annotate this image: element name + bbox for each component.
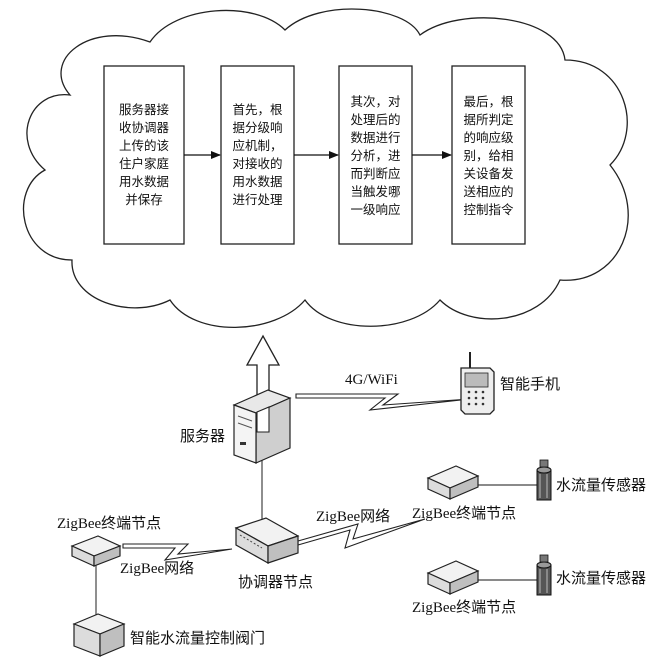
smartphone-icon	[461, 352, 494, 414]
end-node-bottom-right-label: ZigBee终端节点	[412, 600, 516, 617]
zigbee-network-right-label: ZigBee网络	[316, 509, 390, 526]
end-node-top-right-label: ZigBee终端节点	[412, 506, 516, 523]
sensor-bottom-label: 水流量传感器	[556, 570, 646, 587]
coordinator-label: 协调器节点	[238, 574, 313, 591]
sensor-top-label: 水流量传感器	[556, 477, 646, 494]
flow-sensor-top-icon	[537, 460, 551, 500]
end-node-top-right-icon	[428, 466, 478, 499]
valve-icon	[74, 614, 124, 656]
coordinator-node-icon	[236, 518, 298, 563]
end-node-left-icon	[72, 536, 120, 566]
link-4g-label: 4G/WiFi	[345, 372, 398, 389]
end-node-left-label: ZigBee终端节点	[57, 516, 161, 533]
step-text-4: 最后，根 据所判定 的响应级 别，给相 关设备发 送相应的 控制指令	[452, 93, 525, 219]
valve-label: 智能水流量控制阀门	[130, 630, 265, 647]
phone-label: 智能手机	[500, 376, 560, 393]
step-text-2: 首先，根 据分级响 应机制， 对接收的 用水数据 进行处理	[221, 101, 294, 209]
zigbee-network-left-label: ZigBee网络	[120, 561, 194, 578]
server-label: 服务器	[180, 428, 225, 445]
end-node-bottom-right-icon	[428, 561, 478, 594]
link-4g-lightning	[296, 394, 470, 410]
step-text-3: 其次，对 处理后的 数据进行 分析，进 而判断应 当触发哪 一级响应	[339, 93, 412, 219]
link-zigbee-left-lightning	[123, 544, 232, 560]
flow-sensor-bottom-icon	[537, 555, 551, 595]
step-text-1: 服务器接 收协调器 上传的该 住户家庭 用水数据 并保存	[104, 101, 184, 209]
